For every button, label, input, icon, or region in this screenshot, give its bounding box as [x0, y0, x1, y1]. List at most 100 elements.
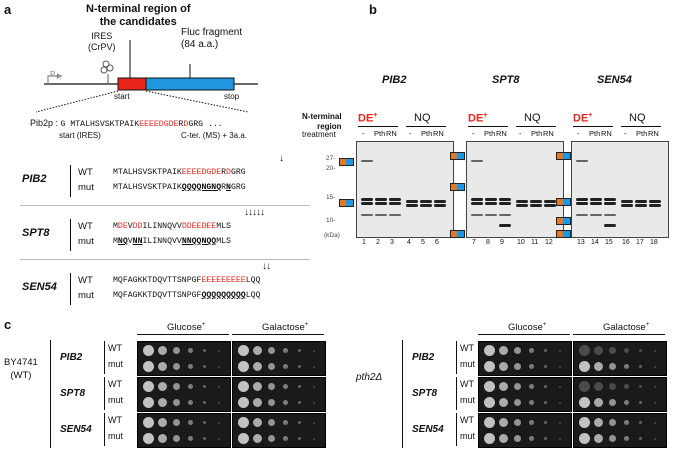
colony-spot	[579, 397, 590, 408]
colony-spot	[499, 398, 508, 407]
gel-band	[621, 204, 633, 207]
mut-row-label: mut	[460, 395, 476, 405]
colony-spot	[639, 421, 642, 424]
colony-spot	[158, 362, 167, 371]
gel-band	[576, 198, 588, 201]
sequence-segment: MQFAGKKTDQVTTSNPGF	[113, 291, 202, 300]
treatment-minus: -	[624, 129, 627, 138]
wt-row-label: WT	[460, 343, 474, 353]
colony-spot	[639, 437, 642, 440]
wt-label: WT	[78, 167, 93, 178]
n-terminal-label-line1: N-terminal region of	[86, 3, 191, 15]
colony-spot	[653, 349, 656, 352]
colony-spot	[203, 401, 206, 404]
treatment-rn: RN	[648, 129, 659, 138]
sequence-segment: NQ	[117, 237, 128, 246]
mut-label: mut	[78, 290, 94, 301]
de-sup: +	[373, 112, 378, 119]
treatment-minus: -	[577, 129, 580, 138]
colony-spot	[544, 401, 547, 404]
gel-band	[389, 202, 401, 205]
colony-spot	[143, 433, 154, 444]
lane-number: 18	[650, 239, 658, 246]
colony-spot	[579, 381, 590, 392]
colony-spot	[653, 401, 656, 404]
colony-spot	[188, 436, 193, 441]
n-terminal-box	[117, 77, 147, 91]
colony-spot	[558, 437, 561, 440]
colony-spot	[609, 399, 616, 406]
sequence-segment: ILINNQVV	[142, 222, 182, 231]
wt-sequence: MTALHSVSKTPAIKEEEEDGDERDGRG	[113, 168, 246, 177]
plate-image	[478, 377, 572, 412]
gel-title: SEN54	[597, 74, 632, 86]
lane-number: 1	[362, 239, 366, 246]
colony-spot	[283, 364, 288, 369]
colony-spot	[639, 365, 642, 368]
colony-spot	[173, 419, 180, 426]
treatment-rn: RN	[543, 129, 554, 138]
wt-row-label: WT	[108, 343, 122, 353]
colony-spot	[579, 345, 590, 356]
wt-row-label: WT	[460, 415, 474, 425]
treatment-pth: Pth	[589, 129, 601, 138]
de-label: DE+	[358, 112, 377, 125]
colony-spot	[544, 349, 547, 352]
colony-spot	[312, 401, 315, 404]
gel-band	[420, 200, 432, 203]
pib2p-seg5: D	[183, 120, 189, 129]
treatment-pth: Pth	[421, 129, 433, 138]
treatment-minus: -	[362, 129, 365, 138]
treatment-pth: Pth	[374, 129, 386, 138]
plate-gene-name: SPT8	[60, 388, 86, 399]
colony-spot	[188, 384, 193, 389]
colony-spot	[653, 365, 656, 368]
sequence-segment: MLS	[216, 222, 231, 231]
gel-title: PIB2	[382, 74, 407, 86]
plate-gene-name: SEN54	[412, 424, 444, 435]
colony-spot	[624, 436, 629, 441]
colony-spot	[609, 419, 616, 426]
gel-band	[544, 204, 556, 207]
galactose-text: Galactose	[603, 322, 646, 334]
treatment-pth: Pth	[484, 129, 496, 138]
colony-spot	[514, 383, 521, 390]
sequence-segment: ILINNQVV	[142, 237, 182, 246]
wt-label: WT	[78, 221, 93, 232]
sequence-segment: D	[226, 168, 231, 177]
gel-band	[499, 214, 511, 216]
colony-spot	[579, 361, 590, 372]
lane-number: 17	[636, 239, 644, 246]
de-underline	[358, 126, 398, 127]
strain-left-1: BY4741	[4, 357, 38, 368]
lane-number: 6	[435, 239, 439, 246]
gel-band	[604, 202, 616, 205]
sequence-segment: EEEEDG	[181, 168, 212, 177]
colony-spot	[238, 397, 249, 408]
gel-band	[361, 160, 373, 162]
gel-band	[485, 214, 497, 216]
mut-row-label: mut	[108, 395, 124, 405]
galactose-sup: +	[645, 322, 650, 328]
wt-sequence: MDEVDDILINNQVVDDEEDEEMLS	[113, 222, 231, 231]
colony-spot	[594, 418, 603, 427]
galactose-underline	[573, 334, 665, 335]
colony-spot	[579, 417, 590, 428]
lane-number: 5	[421, 239, 425, 246]
colony-spot	[143, 397, 154, 408]
treatment-pth: Pth	[636, 129, 648, 138]
colony-spot	[238, 433, 249, 444]
wt-row-label: WT	[108, 415, 122, 425]
gel-band	[406, 200, 418, 203]
colony-spot	[624, 420, 629, 425]
colony-spot	[173, 363, 180, 370]
colony-spot	[529, 364, 534, 369]
lane-number: 12	[545, 239, 553, 246]
gel-image	[571, 141, 669, 238]
colony-spot	[312, 385, 315, 388]
sequence-segment: R	[221, 183, 227, 192]
sequence-segment: V	[127, 237, 133, 246]
gel-band	[389, 198, 401, 201]
colony-spot	[624, 364, 629, 369]
plate-image	[573, 413, 667, 448]
